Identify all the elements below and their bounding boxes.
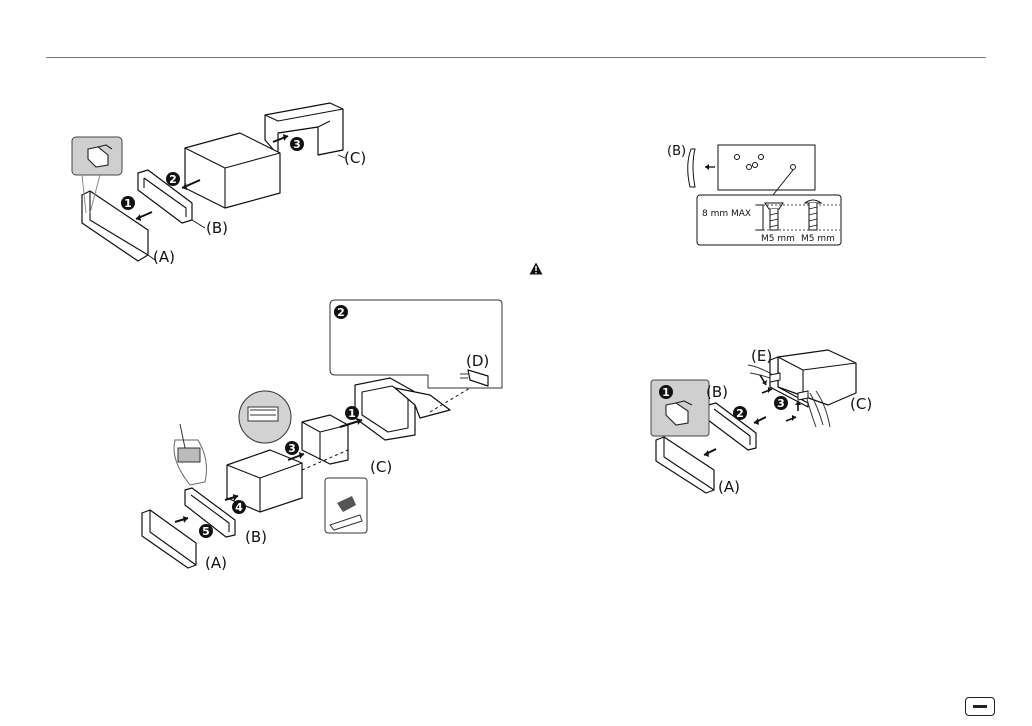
step-2-marker: 2 [733, 406, 747, 420]
label-c: (C) [850, 395, 872, 413]
svg-text:3: 3 [288, 442, 296, 455]
svg-text:4: 4 [235, 501, 243, 514]
screw-left-label: M5 mm [761, 234, 795, 244]
step-3-marker: 3 [290, 137, 304, 151]
svg-text:3: 3 [777, 397, 785, 410]
label-c: (C) [370, 458, 392, 476]
header-rule [46, 57, 986, 58]
label-b: (B) [667, 144, 686, 159]
release-tool-inset [325, 478, 367, 533]
label-e: (E) [751, 347, 772, 365]
svg-text:2: 2 [337, 306, 345, 319]
figure-remove-unit: 1 2 3 (A) (B) (C) [60, 95, 380, 280]
hand-press-icon: 1 [651, 380, 709, 436]
svg-text:2: 2 [169, 173, 177, 186]
svg-text:2: 2 [736, 407, 744, 420]
label-b: (B) [706, 383, 728, 401]
side-inset [174, 424, 206, 485]
depth-text: 8 mm MAX [702, 209, 751, 219]
step-2-marker: 2 [166, 172, 180, 186]
step-3-marker: 3 [774, 396, 788, 410]
figure-remove-with-tools: 1 2 3 (E) (B) (C) (A) [648, 345, 878, 495]
screw-right-label: M5 mm [801, 234, 835, 244]
label-c: (C) [344, 149, 366, 167]
step-4-marker: 4 [232, 500, 246, 514]
unit-body [185, 133, 280, 208]
svg-text:1: 1 [662, 386, 670, 399]
faceplate-a [82, 191, 148, 261]
sleeve-c [302, 415, 348, 464]
step-5-marker: 5 [199, 524, 213, 538]
svg-text:1: 1 [348, 407, 356, 420]
language-badge-icon [965, 697, 995, 716]
step-1-marker: 1 [345, 406, 359, 420]
label-a: (A) [153, 248, 175, 266]
figure-screw-detail: (B) 8 mm MAX M5 mm M5 mm [665, 135, 845, 250]
label-a: (A) [718, 478, 740, 496]
svg-text:3: 3 [293, 138, 301, 151]
svg-text:5: 5 [202, 525, 210, 538]
label-b: (B) [206, 219, 228, 237]
frame-b [708, 403, 756, 450]
sleeve-c [265, 103, 343, 155]
svg-text:1: 1 [124, 197, 132, 210]
magnifier-detail [239, 391, 291, 443]
callout-box: 2 (D) [330, 300, 502, 388]
label-a: (A) [205, 554, 227, 572]
label-b: (B) [245, 528, 267, 546]
warning-triangle-icon [529, 262, 543, 275]
label-d: (D) [466, 352, 489, 370]
figure-install-unit: 2 (D) [130, 300, 510, 580]
step-1-marker: 1 [121, 196, 135, 210]
faceplate-a [656, 437, 714, 493]
step-3-marker: 3 [285, 441, 299, 455]
